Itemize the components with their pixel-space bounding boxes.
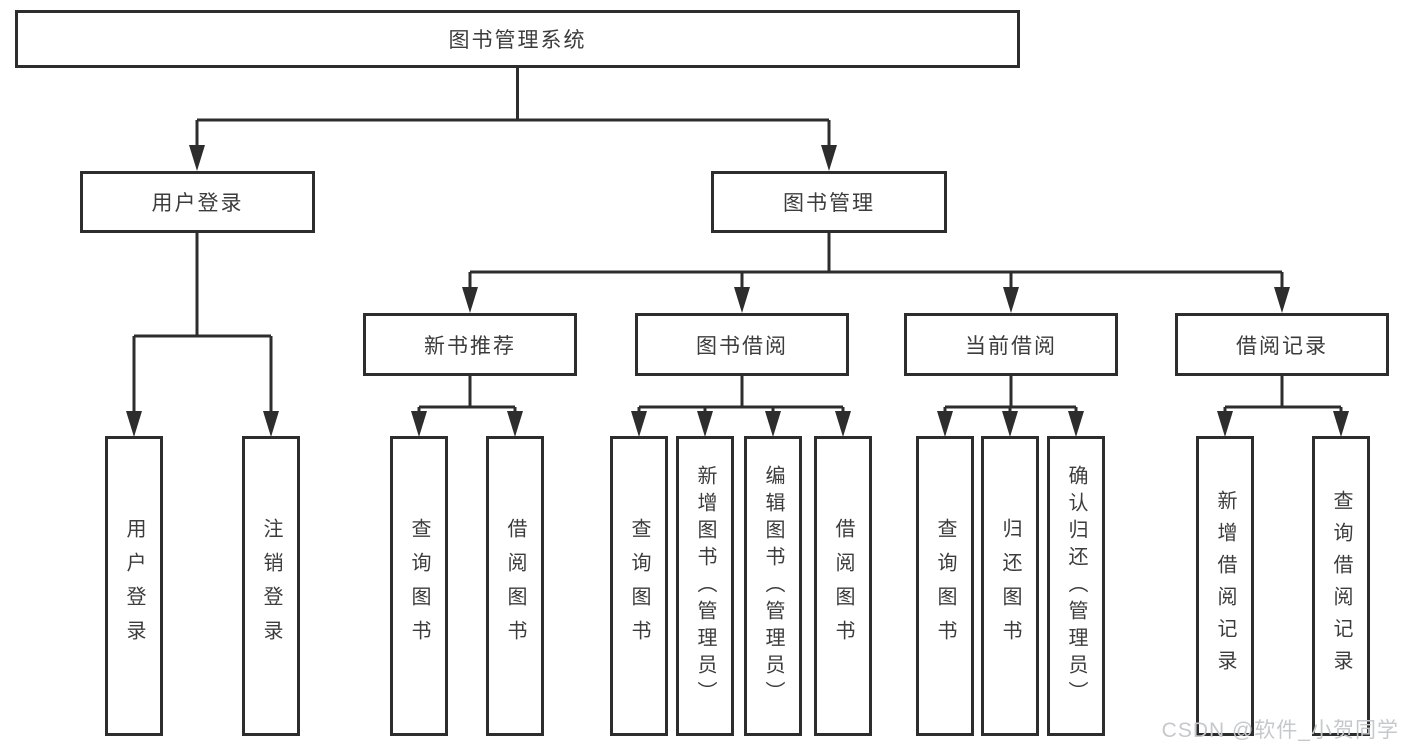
leaf-query-books-borrowing: 查询图书 — [610, 436, 668, 736]
node-label: 查询图书 — [408, 518, 430, 654]
leaf-return-book: 归还图书 — [981, 436, 1039, 736]
connector-rec-to-leaves — [417, 376, 517, 414]
arrowhead — [462, 287, 478, 313]
node-label: 用户登录 — [151, 192, 244, 215]
node-label: 查询图书 — [628, 518, 650, 654]
arrowhead — [1068, 411, 1084, 437]
leaf-query-books-recommend: 查询图书 — [390, 436, 448, 736]
node-label: 图书管理系统 — [448, 29, 587, 52]
node-label: 新增借阅记录 — [1214, 490, 1236, 682]
arrowhead — [937, 411, 953, 437]
leaf-query-books-current: 查询图书 — [916, 436, 974, 736]
node-label: 当前借阅 — [965, 334, 1057, 358]
arrowhead — [821, 145, 837, 171]
node-label: 用户登录 — [123, 518, 145, 654]
arrowhead — [411, 411, 427, 437]
node-label: 借阅图书 — [832, 518, 854, 654]
connector-login-to-leaves — [132, 233, 273, 415]
arrowhead — [734, 287, 750, 313]
node-book-borrowing: 图书借阅 — [635, 313, 849, 376]
leaf-confirm-return-admin: 确认归还（管理员） — [1047, 436, 1105, 736]
node-label: 归还图书 — [999, 518, 1021, 654]
connector-root-to-level2 — [195, 68, 831, 150]
node-user-login: 用户登录 — [80, 171, 315, 233]
arrowhead — [1274, 287, 1290, 313]
csdn-watermark: CSDN @软件_小贺同学 — [1161, 719, 1399, 742]
node-borrowing-records: 借阅记录 — [1175, 313, 1389, 376]
node-label: 借阅图书 — [504, 518, 526, 654]
node-label: 新书推荐 — [424, 334, 516, 358]
arrowhead — [507, 411, 523, 437]
arrowhead — [263, 411, 279, 437]
connector-borrow-to-leaves — [637, 376, 845, 414]
node-label: 借阅记录 — [1236, 334, 1328, 358]
arrowhead — [765, 411, 781, 437]
leaf-borrow-books-recommend: 借阅图书 — [486, 436, 544, 736]
node-label: 查询借阅记录 — [1330, 490, 1352, 682]
node-label: 图书借阅 — [696, 334, 788, 358]
leaf-user-login: 用户登录 — [105, 436, 163, 736]
connector-current-to-leaves — [943, 376, 1078, 414]
arrowhead — [126, 411, 142, 437]
arrowhead — [835, 411, 851, 437]
node-label: 注销登录 — [260, 518, 282, 654]
connector-mgmt-to-level3 — [468, 233, 1284, 292]
leaf-add-borrow-record: 新增借阅记录 — [1196, 436, 1254, 736]
arrowhead — [1333, 411, 1349, 437]
node-current-borrowing: 当前借阅 — [904, 313, 1118, 376]
arrowhead — [631, 411, 647, 437]
leaf-logout: 注销登录 — [242, 436, 300, 736]
connector-records-to-leaves — [1223, 376, 1343, 414]
node-label: 新增图书（管理员） — [694, 464, 716, 708]
node-new-book-recommend: 新书推荐 — [363, 313, 577, 376]
arrowhead — [1217, 411, 1233, 437]
arrowhead — [189, 145, 205, 171]
leaf-edit-book-admin: 编辑图书（管理员） — [744, 436, 802, 736]
node-label: 查询图书 — [934, 518, 956, 654]
arrowhead — [1003, 287, 1019, 313]
node-label: 图书管理 — [783, 192, 875, 215]
arrowhead — [1002, 411, 1018, 437]
node-book-management: 图书管理 — [711, 171, 947, 233]
leaf-query-borrow-record: 查询借阅记录 — [1312, 436, 1370, 736]
leaf-add-book-admin: 新增图书（管理员） — [676, 436, 734, 736]
node-label: 确认归还（管理员） — [1065, 464, 1087, 708]
arrowhead — [697, 411, 713, 437]
node-root-system: 图书管理系统 — [15, 10, 1020, 68]
leaf-borrow-books-borrowing: 借阅图书 — [814, 436, 872, 736]
node-label: 编辑图书（管理员） — [762, 464, 784, 708]
